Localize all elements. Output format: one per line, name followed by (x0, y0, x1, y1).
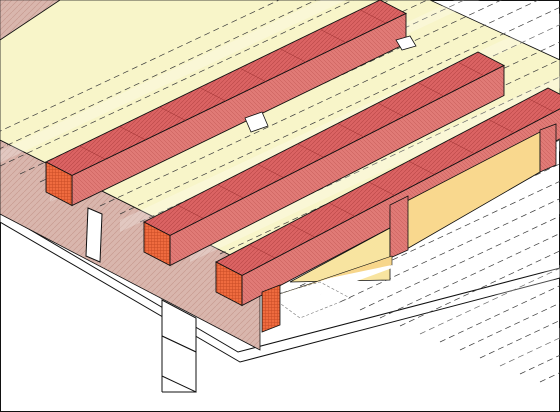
rim-assembly (261, 123, 557, 333)
joist-grain-tick (279, 48, 306, 63)
rim-block (389, 195, 409, 259)
joist-end-face (215, 261, 243, 307)
insulation-stitch-line (419, 267, 560, 335)
joist-grain-tick (408, 160, 435, 175)
support-post (161, 299, 197, 393)
joist-grain-tick (79, 145, 106, 160)
joist-grain-tick (257, 163, 284, 178)
joist-grain-tick (159, 106, 186, 121)
insulation-band (330, 201, 560, 322)
insulation-stitch-line (99, 0, 540, 207)
service-cutout (85, 35, 417, 263)
insulation-stitch-line (219, 93, 560, 255)
joist-end-block (261, 284, 281, 333)
joist-grain-tick (249, 244, 276, 259)
insulation-band (470, 327, 560, 382)
joist-grain-tick (488, 119, 515, 134)
joist-2 (143, 51, 505, 267)
insulation-band (0, 0, 347, 163)
joist-grain-tick (527, 98, 555, 113)
insulation-stitch-line (119, 6, 560, 215)
joist-grain-tick (368, 181, 395, 196)
joist-grain-tick (457, 61, 485, 76)
joist-grain-tick (217, 184, 244, 199)
joist-grain-tick (119, 126, 146, 141)
joist-grain-tick (337, 123, 364, 138)
joist-grain-tick (297, 143, 324, 158)
joist-grain-tick (319, 28, 346, 43)
joists (44, 0, 560, 307)
joist-grain-tick (328, 202, 355, 217)
insulation-stitch-line (319, 180, 560, 295)
insulation-stitch-line (359, 215, 560, 311)
joist-end-face (143, 221, 171, 267)
insulation-band (190, 76, 560, 262)
joist-grain-tick (359, 9, 387, 24)
insulation-band (400, 264, 560, 352)
joist-grain-tick (199, 87, 226, 102)
insulation-stitch-line (0, 0, 280, 132)
insulation-stitch-line (0, 0, 317, 149)
joist-grain-tick (177, 204, 204, 219)
insulation-stitch-line (399, 250, 560, 327)
joist-grain-tick (239, 67, 266, 82)
joist-grain-tick (288, 223, 316, 238)
insulation-stitch-line (439, 285, 560, 343)
insulation-stitch-line (459, 302, 560, 351)
insulation-stitch-line (339, 198, 560, 303)
joist-grain-tick (377, 102, 404, 117)
joist-grain-tick (448, 139, 475, 154)
insulation-stitch-line (0, 0, 355, 167)
joist-end-face (45, 161, 73, 207)
joist-grain-tick (417, 82, 444, 97)
insulation-stitch-line (379, 233, 560, 319)
